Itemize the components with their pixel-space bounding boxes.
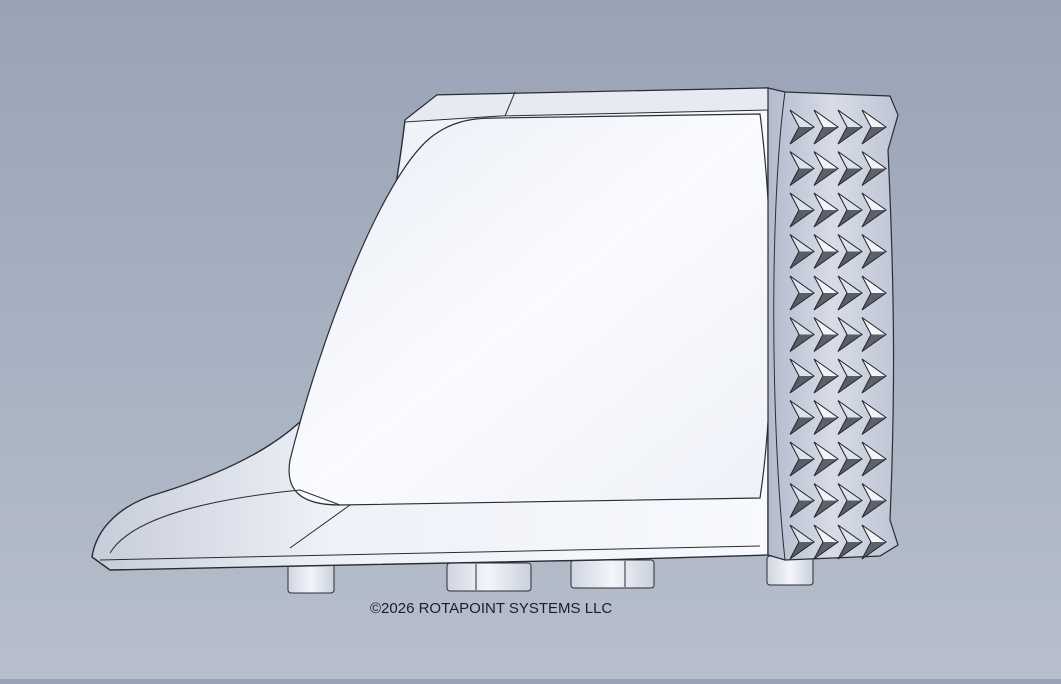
grip-chevron-shadow: [838, 293, 862, 310]
grip-chevron-shadow: [790, 293, 814, 310]
grip-chevron-shadow: [790, 127, 814, 144]
grip-chevron-shadow: [790, 251, 814, 269]
grip-chevron-shadow: [838, 334, 862, 352]
grip-chevron-shadow: [838, 500, 862, 518]
grip-chevron-shadow: [814, 417, 838, 435]
grip-chevron-shadow: [862, 334, 886, 352]
grip-chevron-shadow: [814, 542, 838, 559]
grip-chevron-shadow: [814, 251, 838, 269]
grip-chevron-shadow: [862, 251, 886, 269]
grip-chevron-shadow: [862, 376, 886, 393]
grip-chevron-shadow: [862, 210, 886, 227]
grip-chevron-shadow: [838, 376, 862, 393]
mounting-pegs: [287, 555, 814, 594]
grip-chevron-shadow: [838, 168, 862, 186]
grip-chevron-shadow: [814, 500, 838, 518]
grip-chevron-shadow: [790, 500, 814, 518]
grip-chevron-shadow: [862, 293, 886, 310]
peg: [287, 562, 335, 594]
grip-chevron-shadow: [862, 127, 886, 144]
grip-chevrons: [789, 109, 887, 560]
side-panel: [288, 113, 772, 506]
grip-chevron-shadow: [838, 459, 862, 476]
grip-chevron-shadow: [862, 500, 886, 518]
grip-chevron-shadow: [790, 376, 814, 393]
grip-chevron-shadow: [814, 168, 838, 186]
grip-chevron-shadow: [838, 417, 862, 435]
grip-chevron-shadow: [814, 293, 838, 310]
grip-chevron-shadow: [790, 459, 814, 476]
grip-texture-frame: [767, 87, 899, 561]
grip-chevron-shadow: [838, 127, 862, 144]
grip-chevron-shadow: [790, 334, 814, 352]
grip-chevron-shadow: [814, 334, 838, 352]
grip-chevron-shadow: [862, 459, 886, 476]
grip-chevron-shadow: [814, 376, 838, 393]
grip-chevron-shadow: [790, 168, 814, 186]
grip-chevron-shadow: [838, 542, 862, 559]
grip-chevron-shadow: [790, 417, 814, 435]
grip-chevron-shadow: [838, 210, 862, 227]
copyright-notice: ©2026 ROTAPOINT SYSTEMS LLC: [370, 600, 613, 617]
grip-chevron-shadow: [790, 210, 814, 227]
grip-chevron-shadow: [862, 417, 886, 435]
grip-chevron-shadow: [814, 127, 838, 144]
peg: [446, 562, 532, 592]
grip-chevron-shadow: [862, 168, 886, 186]
grip-chevron-shadow: [862, 542, 886, 559]
grip-chevron-shadow: [814, 210, 838, 227]
grip-chevron-shadow: [838, 251, 862, 269]
peg: [570, 559, 655, 589]
grip-chevron-shadow: [790, 542, 814, 559]
grip-chevron-shadow: [814, 459, 838, 476]
